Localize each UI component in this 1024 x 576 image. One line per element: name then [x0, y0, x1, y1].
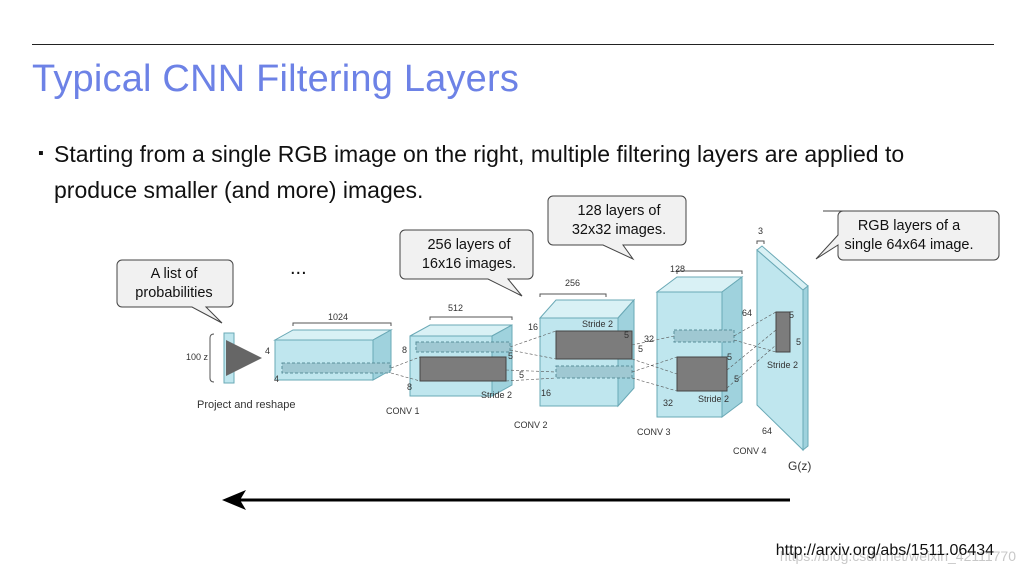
callout-32x32-line2: 32x32 images.: [571, 222, 667, 238]
kernel-5-c: 5: [624, 330, 629, 340]
conv1-label: CONV 1: [386, 406, 420, 416]
block-32x32-128: [655, 276, 744, 418]
callout-32x32: [547, 195, 687, 261]
dim-16a: 16: [528, 322, 538, 332]
callout-rgb-line2: single 64x64 image.: [844, 237, 974, 253]
callout-16x16-line2: 16x16 images.: [421, 256, 517, 272]
z-label: 100 z: [186, 352, 209, 362]
dim-64b: 64: [762, 426, 772, 436]
block-4x4-1024: [273, 329, 393, 381]
callout-probabilities-text: A list of probabilities: [119, 265, 229, 303]
callout-probabilities-line1: A list of: [150, 266, 198, 282]
source-citation: http://arxiv.org/abs/1511.06434: [775, 542, 994, 559]
callout-rgb-line1: RGB layers of a: [857, 218, 961, 234]
dim-64a: 64: [742, 308, 752, 318]
projection-lines: [390, 311, 777, 392]
kernel-5-b: 5: [519, 370, 524, 380]
callout-rgb-text: RGB layers of a single 64x64 image.: [818, 217, 1000, 255]
callout-rgb: [815, 210, 1000, 261]
dim-32a: 32: [644, 334, 654, 344]
conv4-label: CONV 4: [733, 446, 767, 456]
stride-label-4: Stride 2: [767, 360, 798, 370]
bullet-marker: ▪: [38, 145, 44, 162]
project-label: Project and reshape: [197, 399, 295, 411]
dim-3: 3: [758, 226, 763, 236]
dim-16b: 16: [541, 388, 551, 398]
kernel-5-f: 5: [734, 374, 739, 384]
bracket-512: [429, 316, 513, 320]
callout-probabilities-line2: probabilities: [135, 285, 213, 301]
bracket-256: [539, 293, 607, 297]
stride-label-1: Stride 2: [481, 390, 512, 400]
bracket-1024: [292, 322, 392, 326]
bracket-128: [676, 270, 743, 274]
watermark: https://blog.csdn.net/weixin_42111770: [779, 548, 1016, 564]
stride-label-3: Stride 2: [698, 394, 729, 404]
stride-label-2: Stride 2: [582, 319, 613, 329]
callout-16x16-line1: 256 layers of: [427, 237, 511, 253]
slide-title: Typical CNN Filtering Layers: [32, 58, 520, 100]
dim-4b: 4: [274, 374, 279, 384]
callout-16x16: [399, 229, 534, 297]
callout-32x32-line1: 128 layers of: [577, 203, 661, 219]
arrow-left-icon: [222, 490, 246, 510]
dim-1024: 1024: [328, 312, 348, 322]
dim-128: 128: [670, 264, 685, 274]
dim-512: 512: [448, 303, 463, 313]
dim-8b: 8: [407, 382, 412, 392]
kernel-5-e: 5: [727, 352, 732, 362]
kernel-5-g: 5: [789, 310, 794, 320]
z-bracket: [209, 333, 215, 383]
bracket-3: [756, 240, 765, 244]
gz-label: G(z): [788, 459, 811, 473]
conv3-label: CONV 3: [637, 427, 671, 437]
block-64x64-3: [756, 245, 809, 452]
block-16x16-256: [538, 298, 636, 408]
block-8x8-512: [409, 324, 513, 397]
dim-32b: 32: [663, 398, 673, 408]
top-rule: [32, 44, 994, 45]
bullet-text: Starting from a single RGB image on the …: [54, 141, 905, 203]
kernel-5-d: 5: [638, 344, 643, 354]
kernel-5-a: 5: [508, 351, 513, 361]
callout-32x32-text: 128 layers of 32x32 images.: [550, 202, 688, 240]
conv2-label: CONV 2: [514, 420, 548, 430]
dim-256: 256: [565, 278, 580, 288]
callout-probabilities: [116, 259, 234, 324]
dim-4a: 4: [265, 346, 270, 356]
z-vector-bar: [223, 332, 235, 384]
bullet-point: ▪ Starting from a single RGB image on th…: [38, 136, 988, 208]
kernel-5-h: 5: [796, 337, 801, 347]
dim-8a: 8: [402, 345, 407, 355]
callout-16x16-text: 256 layers of 16x16 images.: [402, 236, 536, 274]
ellipsis: ...: [290, 257, 307, 279]
